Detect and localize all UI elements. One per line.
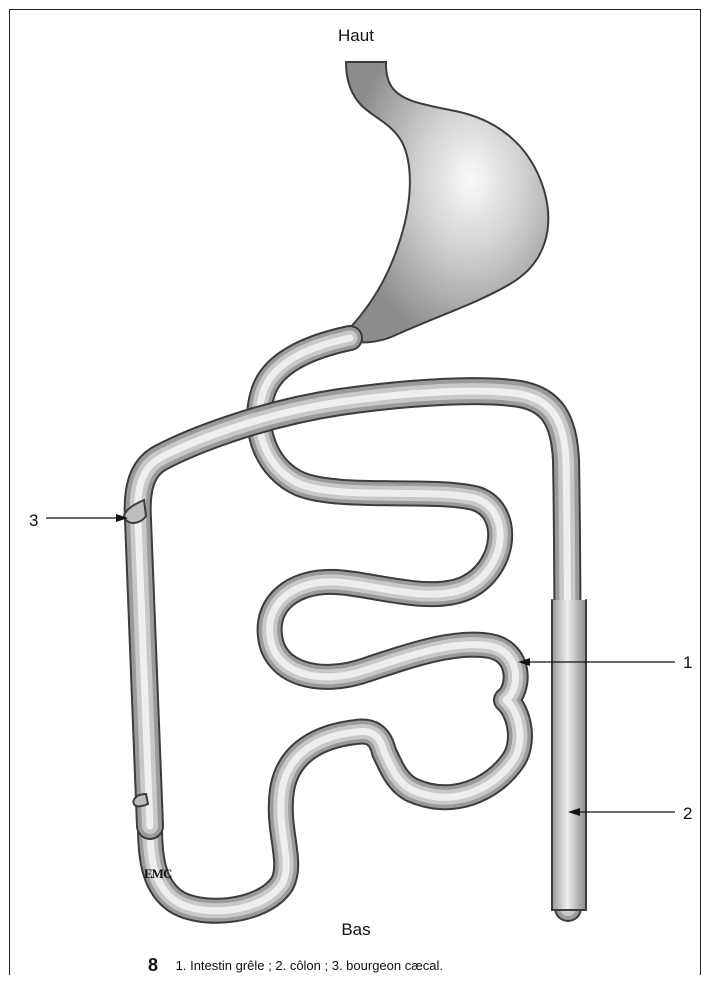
emc-logo: EMC [144,866,171,882]
callout-1-number: 1 [683,654,692,671]
stomach [344,62,548,342]
caption-text: 1. Intestin grêle ; 2. côlon ; 3. bourge… [176,958,443,973]
callout-2-number: 2 [683,805,692,822]
orientation-bottom-label: Bas [0,921,712,938]
figure-number: 8 [148,955,158,975]
callout-1-line [518,658,675,666]
callout-3-line [46,514,128,522]
orientation-top-label: Haut [0,27,712,44]
figure-caption: 8 1. Intestin grêle ; 2. côlon ; 3. bour… [148,954,443,975]
callout-3-number: 3 [29,512,38,529]
